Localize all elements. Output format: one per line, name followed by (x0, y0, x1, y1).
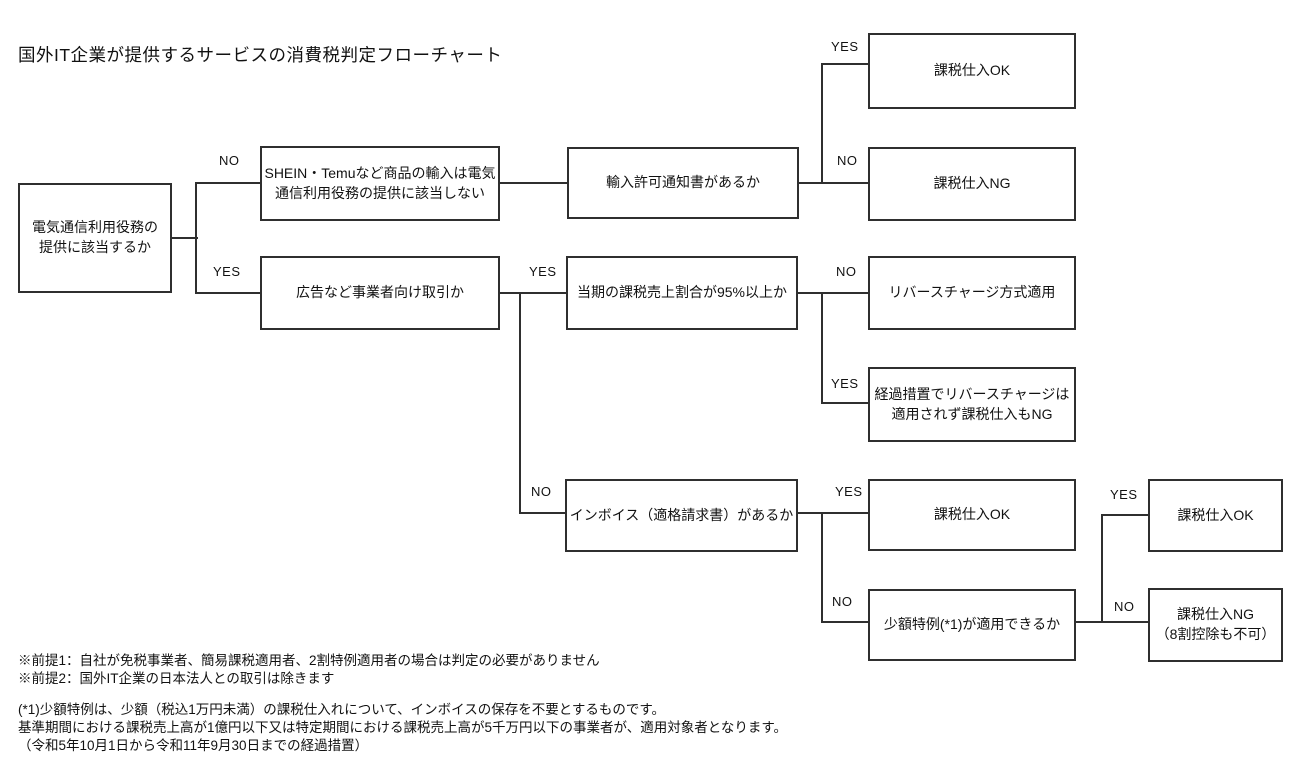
node-result-transitional-measure: 経過措置でリバースチャージは 適用されず課税仕入もNG (868, 367, 1076, 442)
connector-line (498, 292, 566, 294)
branch-label-yes: YES (829, 39, 861, 54)
node-note-shein-temu: SHEIN・Temuなど商品の輸入は電気 通信利用役務の提供に該当しない (260, 146, 500, 221)
branch-label-no: NO (217, 153, 242, 168)
footnotes: ※前提1：自社が免税事業者、簡易課税適用者、2割特例適用者の場合は判定の必要があ… (18, 652, 787, 755)
connector-line (519, 292, 521, 514)
branch-label-no: NO (834, 264, 859, 279)
connector-line (195, 292, 260, 294)
node-question-small-amount-exception: 少額特例(*1)が適用できるか (868, 589, 1076, 661)
branch-label-yes: YES (211, 264, 243, 279)
note-premise-1: ※前提1：自社が免税事業者、簡易課税適用者、2割特例適用者の場合は判定の必要があ… (18, 653, 600, 668)
node-question-b2b-transaction: 広告など事業者向け取引か (260, 256, 500, 330)
connector-line (821, 512, 823, 623)
connector-line (1074, 621, 1104, 623)
branch-label-no: NO (1112, 599, 1137, 614)
connector-line (1101, 621, 1148, 623)
node-result-taxable-purchase-ok-3: 課税仕入OK (1148, 479, 1283, 552)
connector-line (796, 512, 868, 514)
connector-line (195, 183, 197, 294)
branch-label-yes: YES (829, 376, 861, 391)
node-result-taxable-purchase-ok-2: 課税仕入OK (868, 479, 1076, 551)
branch-label-yes: YES (833, 484, 865, 499)
connector-line (821, 621, 868, 623)
connector-line (195, 182, 260, 184)
connector-line (797, 182, 868, 184)
note-small-exception-2: 基準期間における課税売上高が1億円以下又は特定期間における課税売上高が5千万円以… (18, 720, 787, 735)
branch-label-yes: YES (1108, 487, 1140, 502)
node-question-invoice: インボイス（適格請求書）があるか (565, 479, 798, 552)
connector-line (1101, 514, 1103, 623)
note-small-exception-3: （令和5年10月1日から令和11年9月30日までの経過措置） (18, 738, 369, 753)
branch-label-no: NO (835, 153, 860, 168)
note-premise-2: ※前提2：国外IT企業の日本法人との取引は除きます (18, 671, 335, 686)
node-question-import-permit: 輸入許可通知書があるか (567, 147, 799, 219)
connector-line (170, 237, 198, 239)
connector-line (519, 512, 565, 514)
branch-label-yes: YES (527, 264, 559, 279)
node-result-taxable-purchase-ok-1: 課税仕入OK (868, 33, 1076, 109)
node-question-taxable-sales-ratio: 当期の課税売上割合が95%以上か (566, 256, 798, 330)
branch-label-no: NO (529, 484, 554, 499)
connector-line (821, 63, 823, 184)
node-question-telecom-service: 電気通信利用役務の 提供に該当するか (18, 183, 172, 293)
node-result-reverse-charge: リバースチャージ方式適用 (868, 256, 1076, 330)
connector-line (821, 63, 868, 65)
branch-label-no: NO (830, 594, 855, 609)
page-title: 国外IT企業が提供するサービスの消費税判定フローチャート (18, 45, 503, 65)
connector-line (498, 182, 567, 184)
node-result-taxable-purchase-ng-2: 課税仕入NG （8割控除も不可） (1148, 588, 1283, 662)
node-result-taxable-purchase-ng-1: 課税仕入NG (868, 147, 1076, 221)
connector-line (796, 292, 868, 294)
connector-line (1101, 514, 1148, 516)
connector-line (821, 292, 823, 404)
note-small-exception-1: (*1)少額特例は、少額（税込1万円未満）の課税仕入れについて、インボイスの保存… (18, 702, 666, 717)
connector-line (821, 402, 868, 404)
